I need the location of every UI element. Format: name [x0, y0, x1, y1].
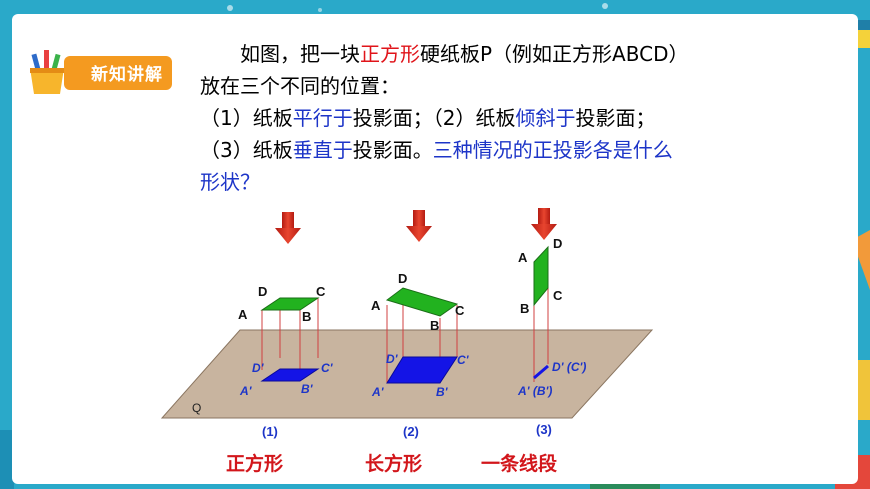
text-line-3: （1）纸板平行于投影面；（2）纸板倾斜于投影面；: [200, 102, 820, 134]
point-label: D: [258, 284, 267, 299]
arrow-down-icon: [275, 212, 301, 244]
text-line-4: （3）纸板垂直于投影面。三种情况的正投影各是什么: [200, 134, 820, 166]
point-label: C: [316, 284, 326, 299]
projection-label: D' (C'): [552, 360, 586, 374]
text-span: （1）纸板: [200, 106, 293, 130]
case-number: (3): [536, 422, 552, 437]
case-1-figure: A B C D A' B' C' D' (1): [238, 284, 334, 439]
text-span: 投影面；: [575, 106, 656, 130]
text-span: （3）纸板: [200, 138, 293, 162]
plane-label: Q: [192, 401, 201, 415]
point-label: D: [398, 271, 407, 286]
projection-rectangle: [386, 356, 458, 384]
point-label: C: [455, 303, 465, 318]
caption-case-3: 一条线段: [481, 453, 558, 475]
arrow-down-icon: [531, 208, 557, 240]
text-line-1: 如图，把一块正方形硬纸板P（例如正方形ABCD）: [200, 38, 820, 70]
text-span: 投影面；（2）纸板: [352, 106, 516, 130]
point-label: B: [430, 318, 439, 333]
projection-label: A' (B'): [517, 384, 552, 398]
projection-segment: [533, 364, 549, 380]
case-2-figure: A B C D A' B' C' D' (2): [371, 271, 470, 439]
section-badge-label: 新知讲解: [91, 65, 163, 85]
projection-label: D': [386, 352, 399, 366]
projection-square: [260, 368, 320, 382]
cardboard-vertical: [533, 245, 549, 307]
cardboard-inclined: [385, 287, 459, 317]
case-number: (1): [262, 424, 278, 439]
text-highlight-blue: 形状？: [200, 170, 260, 194]
projection-label: B': [436, 385, 449, 399]
arrow-down-icon: [406, 210, 432, 242]
section-badge: [30, 50, 172, 94]
point-label: B: [520, 301, 529, 316]
text-line-2: 放在三个不同的位置：: [200, 70, 820, 102]
text-highlight-blue: 垂直于: [292, 138, 353, 162]
projection-label: B': [301, 382, 314, 396]
point-label: A: [518, 250, 528, 265]
point-label: A: [238, 307, 248, 322]
text-highlight-red: 正方形: [360, 42, 420, 66]
case-3-figure: A B C D D' (C') A' (B') (3): [517, 236, 586, 437]
cardboard-square: [260, 297, 320, 311]
case-number: (2): [403, 424, 419, 439]
projection-label: C': [457, 353, 470, 367]
text-span: 投影面。: [352, 138, 433, 162]
point-label: D: [553, 236, 562, 251]
text-highlight-blue: 三种情况的正投影各是什么: [432, 138, 673, 162]
text-line-5: 形状？: [200, 166, 820, 198]
projection-label: D': [252, 361, 265, 375]
text-span: 如图，把一块: [240, 42, 360, 66]
projection-label: C': [321, 361, 334, 375]
problem-text: 如图，把一块正方形硬纸板P（例如正方形ABCD） 放在三个不同的位置： （1）纸…: [200, 38, 820, 198]
point-label: C: [553, 288, 563, 303]
text-highlight-blue: 倾斜于: [515, 106, 576, 130]
caption-case-1: 正方形: [226, 453, 284, 475]
text-span: 硬纸板P（例如正方形ABCD）: [420, 42, 689, 66]
point-label: A: [371, 298, 381, 313]
pencil-cup-icon: [30, 50, 64, 94]
projection-label: A': [371, 385, 385, 399]
text-span: 放在三个不同的位置：: [200, 74, 400, 98]
projection-label: A': [239, 384, 253, 398]
text-highlight-blue: 平行于: [292, 106, 353, 130]
point-label: B: [302, 309, 311, 324]
caption-case-2: 长方形: [365, 453, 423, 475]
